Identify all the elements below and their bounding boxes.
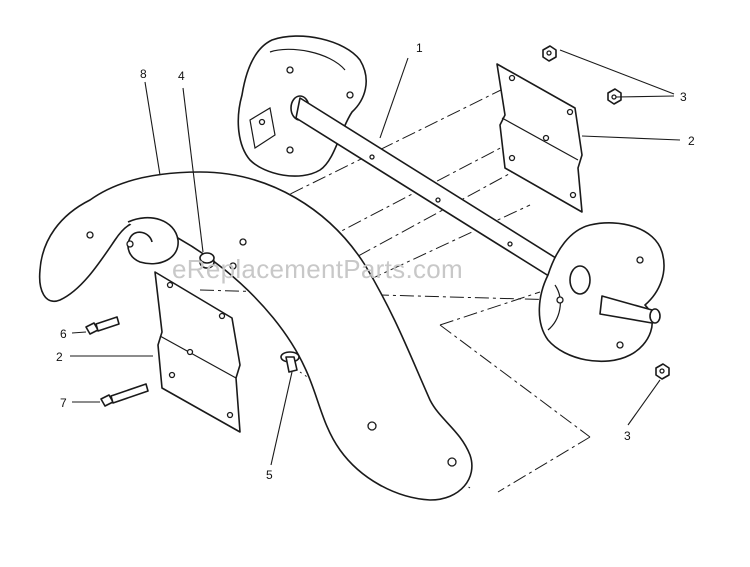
auger-shaft-assembly <box>237 35 665 363</box>
watermark-text: eReplacementParts.com <box>172 254 463 284</box>
bolt-hole <box>447 457 457 467</box>
bracket-plate <box>496 63 583 213</box>
leader-lines <box>70 49 681 466</box>
callout-2-left: 2 <box>56 350 63 364</box>
callout-7: 7 <box>60 396 67 410</box>
callout-6: 6 <box>60 327 67 341</box>
bolt-hole <box>367 421 377 431</box>
callout-2-right: 2 <box>688 134 695 148</box>
long-bolt <box>100 383 149 407</box>
bolt-hole <box>636 256 644 264</box>
flighting-blade <box>38 171 473 501</box>
callout-3-bottom: 3 <box>624 429 631 443</box>
end-plate-front <box>538 222 665 363</box>
auger-flighting <box>38 171 473 501</box>
bolt-hole <box>556 296 564 304</box>
callout-5: 5 <box>266 468 273 482</box>
mounting-bracket-left <box>154 271 241 433</box>
bolt-hole <box>239 238 247 246</box>
spacer <box>199 252 215 269</box>
hex-nuts <box>542 45 670 380</box>
bolt-hole <box>286 146 294 154</box>
callout-labels: 1 2 2 3 3 4 5 6 7 8 <box>56 41 695 482</box>
carriage-bolt <box>280 351 300 373</box>
bolt-hole <box>286 66 294 74</box>
callout-4: 4 <box>178 69 185 83</box>
bolt-hole <box>258 118 266 126</box>
bolt-hole <box>126 240 134 248</box>
short-bolt <box>85 316 120 335</box>
bolt-hole <box>616 341 624 349</box>
callout-3-top: 3 <box>680 90 687 104</box>
bolt-hole <box>86 231 94 239</box>
mounting-bracket-right <box>496 63 583 213</box>
bolt-hole <box>346 91 354 99</box>
callout-8: 8 <box>140 67 147 81</box>
bolt-hole <box>229 262 237 270</box>
callout-1: 1 <box>416 41 423 55</box>
bracket-plate <box>154 271 241 433</box>
